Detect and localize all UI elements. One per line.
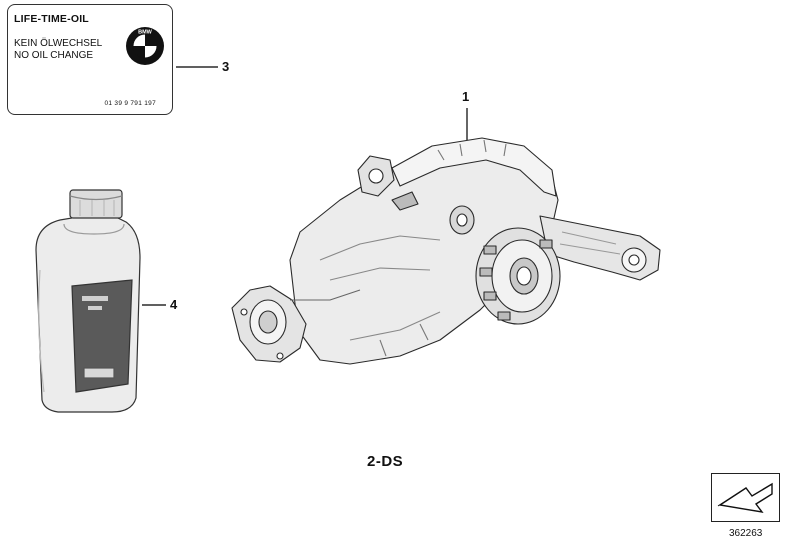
- oil-label-title: LIFE-TIME-OIL: [14, 13, 89, 25]
- diagram-caption: 2-DS: [367, 453, 404, 470]
- oil-label-sticker: LIFE-TIME-OIL KEIN ÖLWECHSEL NO OIL CHAN…: [7, 4, 173, 115]
- callout-3: 3: [222, 59, 230, 74]
- callout-4: 4: [170, 297, 178, 312]
- bmw-logo-icon: BMW: [126, 27, 164, 65]
- oil-bottle: [35, 189, 141, 413]
- reference-frame: [711, 473, 780, 522]
- oil-label-line-english: NO OIL CHANGE: [14, 50, 94, 61]
- rear-differential: [231, 137, 661, 365]
- oil-label-part-number: 01 39 9 791 197: [104, 100, 156, 107]
- diagram-id: 362263: [729, 528, 763, 539]
- arrow-icon: [717, 482, 773, 513]
- oil-label-line-german: KEIN ÖLWECHSEL: [14, 38, 103, 49]
- callout-1: 1: [462, 89, 470, 104]
- svg-text:BMW: BMW: [138, 29, 153, 35]
